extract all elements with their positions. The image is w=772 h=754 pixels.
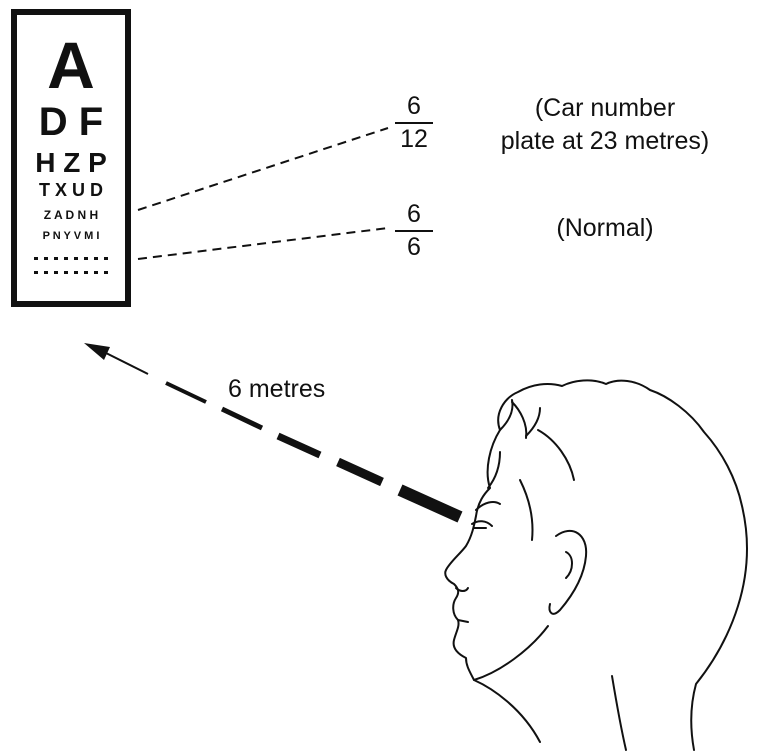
acuity-note-6-12: (Car number plate at 23 metres) — [470, 92, 740, 158]
acuity-fraction-6-12: 6 12 — [389, 94, 439, 152]
eye-chart-dot — [34, 257, 38, 260]
arrow-head — [84, 343, 110, 360]
eye-chart-dot — [64, 271, 68, 274]
distance-label: 6 metres — [228, 375, 326, 403]
eye-chart-dot — [64, 257, 68, 260]
eye-chart-dot — [54, 271, 58, 274]
eye-chart-dot-rows — [34, 257, 108, 274]
fraction-numerator: 6 — [407, 92, 421, 120]
eye-chart-dot — [84, 257, 88, 260]
eye-chart-row-6: P N Y V M I — [42, 230, 100, 242]
eye-chart-dot — [74, 271, 78, 274]
person-head-profile — [444, 379, 748, 751]
acuity-line-6-12 — [137, 127, 389, 211]
acuity-fraction-6-6: 6 6 — [389, 202, 439, 260]
fraction-denominator: 12 — [400, 125, 428, 153]
eye-chart-dot — [84, 271, 88, 274]
eye-chart-dot — [74, 257, 78, 260]
eye-chart-frame — [11, 9, 131, 307]
eye-chart-dot — [94, 257, 98, 260]
eye-chart-row-4: T X U D — [38, 180, 103, 200]
acuity-note-6-6: (Normal) — [470, 212, 740, 245]
eye-chart-dot — [94, 271, 98, 274]
eye-chart-dot — [54, 257, 58, 260]
fraction-bar — [395, 230, 433, 232]
eye-chart-dot — [104, 271, 108, 274]
eye-chart-row-3: H Z P — [35, 147, 107, 178]
note-line-1: (Normal) — [556, 214, 654, 242]
eye-chart-dot — [44, 271, 48, 274]
eye-chart-dot — [104, 257, 108, 260]
fraction-numerator: 6 — [407, 200, 421, 228]
eye-chart-row-1: A — [47, 28, 95, 102]
eye-chart-row-2: D F — [38, 100, 104, 144]
note-line-1: (Car number — [534, 94, 676, 122]
acuity-line-6-6 — [137, 227, 389, 260]
fraction-denominator: 6 — [407, 233, 421, 261]
eye-chart-row-5: Z A D N H — [43, 208, 99, 222]
line-of-sight-arrow — [99, 349, 463, 523]
eye-chart-dot — [44, 257, 48, 260]
fraction-bar — [395, 122, 433, 124]
note-line-2: plate at 23 metres) — [500, 127, 710, 155]
eye-chart-dot — [34, 271, 38, 274]
